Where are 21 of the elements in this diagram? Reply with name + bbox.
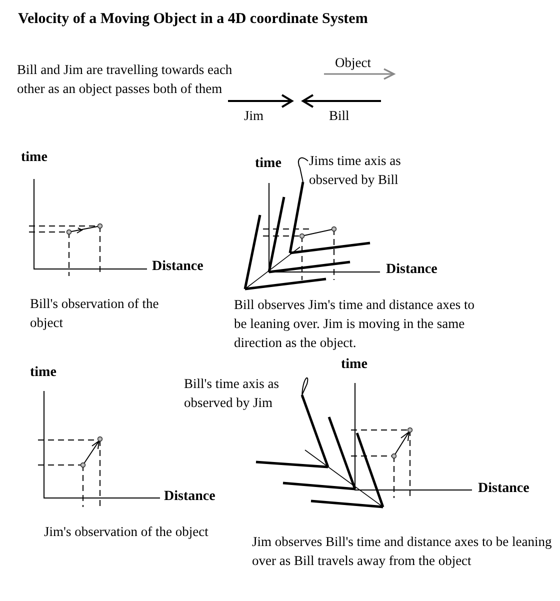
callout-text: Bill's time axis as observed by Jim xyxy=(184,374,304,412)
axis-label: Distance xyxy=(164,488,216,506)
axis-label: time xyxy=(21,149,48,166)
axis-label: Distance xyxy=(478,480,530,498)
leader-line xyxy=(302,377,308,398)
axis-label: time xyxy=(341,356,368,374)
title: Velocity of a Moving Object in a 4D coordinate System xyxy=(18,10,368,29)
axis-label: Distance xyxy=(152,258,204,276)
callout-text: Jims time axis as observed by Bill xyxy=(309,151,424,189)
axis-label: time xyxy=(30,364,56,382)
caption-text: Bill's observation of the object xyxy=(30,295,160,332)
caption-text: Jim xyxy=(244,107,264,125)
caption-text: Jim's observation of the object xyxy=(44,523,208,541)
caption-text: Bill xyxy=(329,107,350,125)
axis-label: time xyxy=(255,155,282,172)
axis-label: Distance xyxy=(386,261,438,278)
caption-text: Jim observes Bill's time and distance axes to be leaning over as Bill travels away from the object xyxy=(252,533,552,570)
caption-text: Object xyxy=(335,54,371,72)
caption-text: Bill observes Jim's time and distance axes to be leaning over. Jim is moving in the same direction as the object. xyxy=(234,296,476,352)
caption-text: Bill and Jim are travelling towards each other as an object passes both of them xyxy=(17,61,234,98)
leader-line xyxy=(298,157,308,182)
